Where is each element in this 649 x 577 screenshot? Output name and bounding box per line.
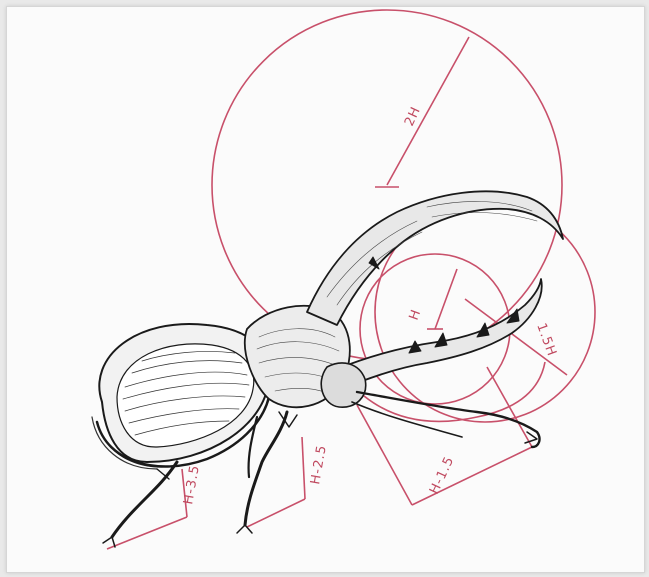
dim-line-c xyxy=(487,367,532,447)
dim-line-b xyxy=(412,447,532,505)
label-h: H xyxy=(407,307,425,322)
front-leg-claw xyxy=(103,537,115,547)
figure-frame: 2H H 1.5H H-1.5 H-2.5 H-3.5 xyxy=(6,6,645,573)
label-h-3-5: H-3.5 xyxy=(181,464,203,506)
head xyxy=(321,363,365,407)
hercules-beetle-icon xyxy=(92,191,563,547)
radius-line-2h xyxy=(387,37,469,185)
dim-leg-front-h xyxy=(107,517,187,549)
dim-leg-mid-v xyxy=(302,437,305,499)
label-h-2-5: H-2.5 xyxy=(308,444,330,486)
right-front-leg xyxy=(357,392,539,447)
dim-leg-mid-h xyxy=(247,499,305,527)
radius-line-h xyxy=(435,269,457,329)
beetle-proportion-diagram: 2H H 1.5H H-1.5 H-2.5 H-3.5 xyxy=(7,7,644,572)
label-h-1-5: H-1.5 xyxy=(427,454,458,497)
